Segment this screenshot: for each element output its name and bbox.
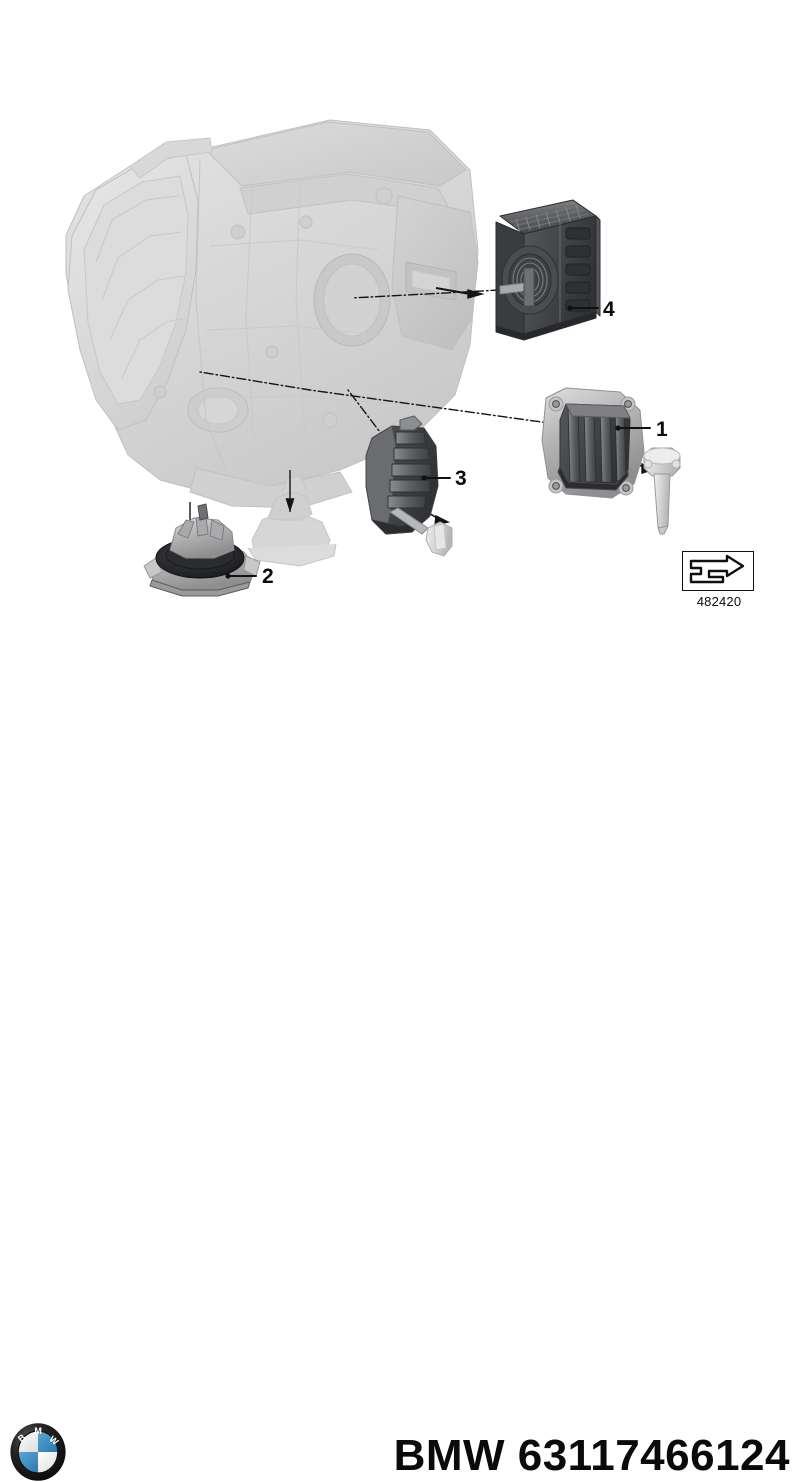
diagram-canvas [65,119,681,597]
bent-arrow-icon [689,554,745,584]
assembly-lines [199,289,557,441]
reference-badge-box [682,551,754,591]
headlight-housing-ghost [65,119,479,509]
part-3-led-driver-module [365,415,439,535]
reference-badge: 482420 [682,551,756,609]
callout-number-2: 2 [262,565,274,588]
callout-number-1: 1 [656,418,668,441]
mounting-clip-small [425,521,453,557]
footer-part-caption: BMW 63117466124 [393,1431,790,1480]
connector-pins [565,227,591,312]
part-1-control-module-finned [541,387,645,499]
callout-number-4: 4 [603,298,615,321]
callout-number-3: 3 [455,467,467,490]
mounting-screw-large [643,447,681,535]
footer-bar: B M W BMW 63117466124 [0,700,800,1481]
reference-badge-number: 482420 [696,594,742,609]
parts-diagram: 1 2 3 4 482420 [0,0,800,700]
part-2-led-module-round [143,503,261,597]
led-module-ghost-position [247,475,337,567]
part-4-ballast-control-unit [495,199,601,341]
